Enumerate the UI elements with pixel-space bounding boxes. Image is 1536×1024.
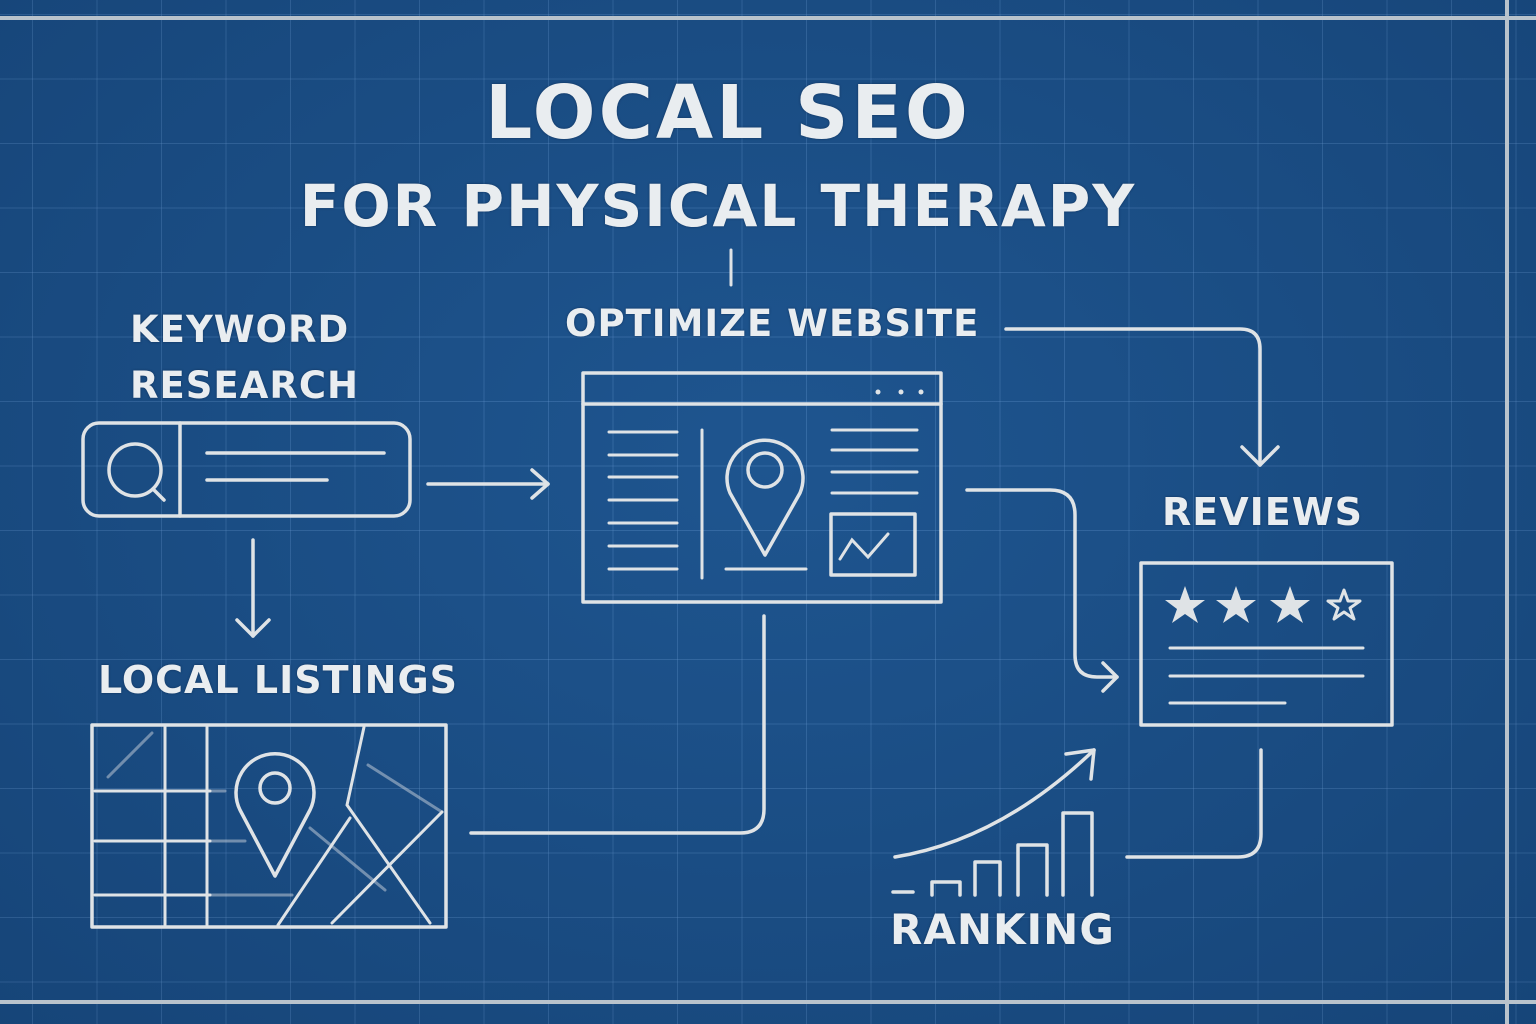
arrow-to-optimize — [426, 468, 550, 500]
step-label-optimize-website: OPTIMIZE WEBSITE — [565, 302, 980, 345]
star-empty-icon — [1326, 588, 1362, 621]
page-title: LOCAL SEO — [485, 70, 971, 156]
map-pin-icon — [234, 752, 316, 878]
step-label-ranking: RANKING — [890, 905, 1115, 954]
star-rating-card-icon — [1139, 561, 1394, 727]
local-listings-map-icon — [90, 723, 448, 929]
window-dot-icon — [918, 389, 924, 395]
arrow-to-local-listings — [235, 538, 271, 638]
step-label-local-listings: LOCAL LISTINGS — [98, 658, 459, 702]
window-dot-icon — [875, 389, 881, 395]
keyword-line-2: RESEARCH — [130, 364, 359, 407]
map-pin-icon — [725, 438, 805, 557]
window-dot-icon — [898, 389, 904, 395]
star-filled-icon — [1270, 586, 1310, 623]
arrow-website-to-reviews — [965, 488, 1119, 693]
star-filled-icon — [1216, 586, 1256, 623]
website-wireframe-icon — [581, 371, 943, 604]
step-label-reviews: REVIEWS — [1162, 490, 1364, 534]
arrow-to-reviews-top — [1004, 327, 1280, 467]
page-subtitle: FOR PHYSICAL THERAPY — [299, 172, 1137, 240]
keyword-line-1: KEYWORD — [130, 308, 350, 351]
bar-chart-trend-icon — [891, 748, 1096, 897]
connector-listings-to-website — [469, 614, 766, 835]
star-filled-icon — [1165, 586, 1205, 623]
connector-reviews-to-ranking — [1125, 748, 1263, 859]
step-label-keyword-research: KEYWORD RESEARCH — [130, 302, 359, 414]
analytics-chart-icon — [829, 512, 917, 577]
search-bar-icon — [81, 421, 412, 518]
